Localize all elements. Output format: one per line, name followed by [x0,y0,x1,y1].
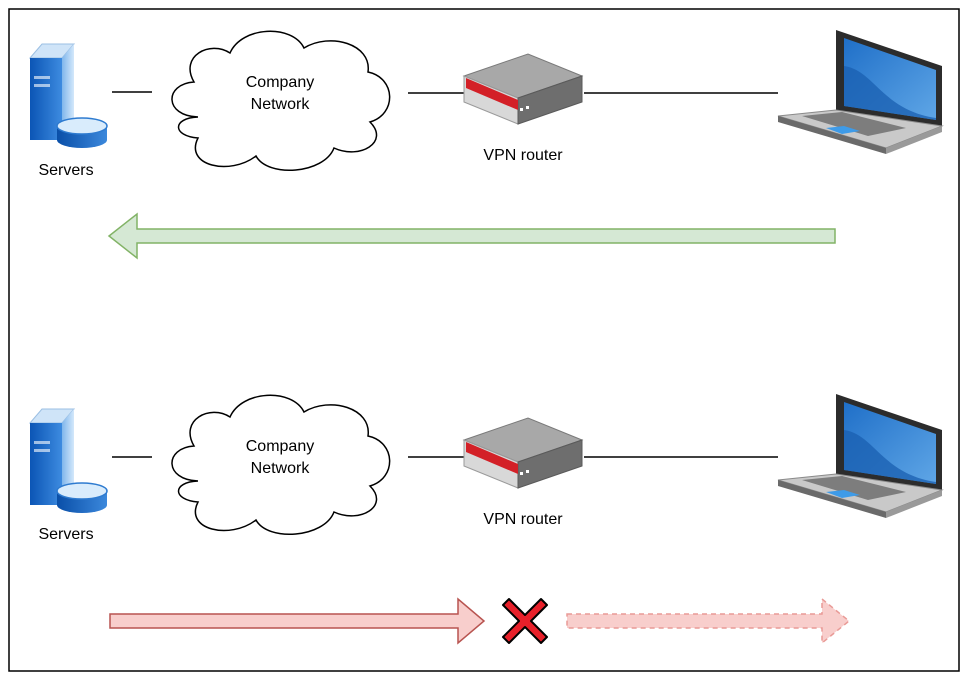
bottom-scenario: Servers Company Network VPN router [29,393,943,645]
traffic-arrow-right [109,597,486,645]
cloud-label-line1: Company [246,438,314,455]
top-scenario: Servers Company Network VPN router [29,29,943,260]
router-label: VPN router [483,147,563,164]
cloud-label-line2: Network [251,460,311,477]
servers-label: Servers [38,526,93,543]
router-label: VPN router [483,511,563,528]
cloud-label-line1: Company [246,74,314,91]
traffic-arrow-left [107,212,836,260]
blocked-arrow-right [566,597,851,645]
cloud-label-line2: Network [251,96,311,113]
servers-label: Servers [38,162,93,179]
